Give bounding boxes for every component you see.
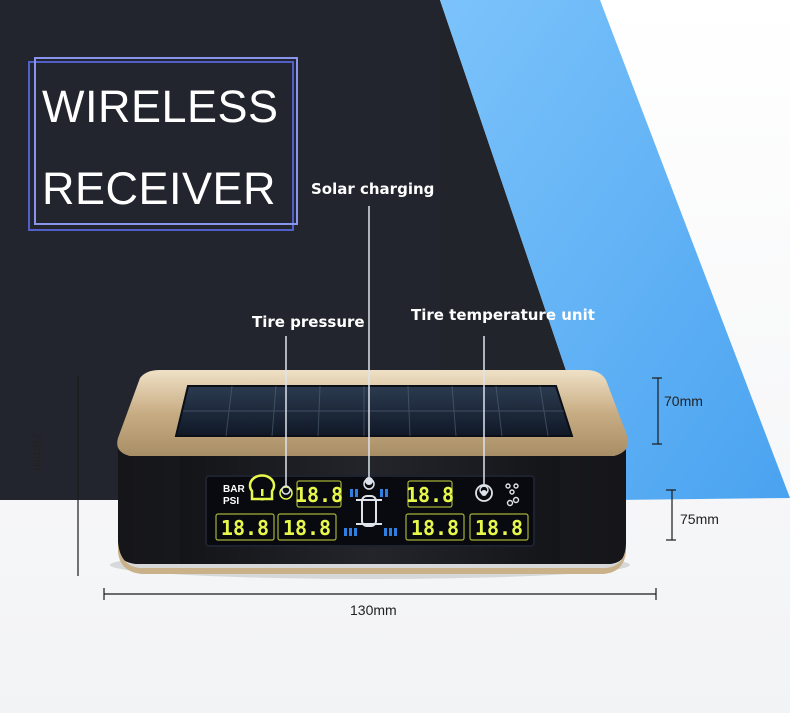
reading-front-right: 18.8 [406,483,454,507]
unit-psi-label: PSI [223,496,239,507]
reading-front-left: 18.8 [295,483,343,507]
tire-warning-icon [248,474,276,501]
reading-rear-right-2: 18.8 [475,516,523,540]
dimension-lines [77,376,676,600]
blue-panel [440,0,790,500]
reading-frames [215,480,529,541]
callout-lines [281,206,489,495]
title-block: WIRELESS RECEIVER [28,57,298,231]
reading-rear-left-1: 18.8 [221,516,269,540]
title-line-1: WIRELESS [42,81,279,132]
callout-solar-charging: Solar charging [311,180,435,198]
title-frame-outer [28,61,294,231]
title-frame-inner [34,57,298,225]
settings-icon [505,483,520,507]
device-bottom-trim [118,542,626,574]
dimension-width: 130mm [350,602,397,618]
car-icon [356,478,382,527]
callout-tire-pressure: Tire pressure [252,313,365,331]
signal-bars [344,489,397,536]
dimension-height: 26mm [30,432,46,471]
dimension-depth-bottom: 75mm [680,511,719,527]
unit-bar-label: BAR [223,484,245,495]
reading-rear-right-1: 18.8 [411,516,459,540]
dimension-depth-top: 70mm [664,393,703,409]
reading-rear-left-2: 18.8 [283,516,331,540]
solar-cells [183,385,564,437]
callout-tire-temperature: Tire temperature unit [411,306,595,324]
title-line-2: RECEIVER [42,163,277,214]
